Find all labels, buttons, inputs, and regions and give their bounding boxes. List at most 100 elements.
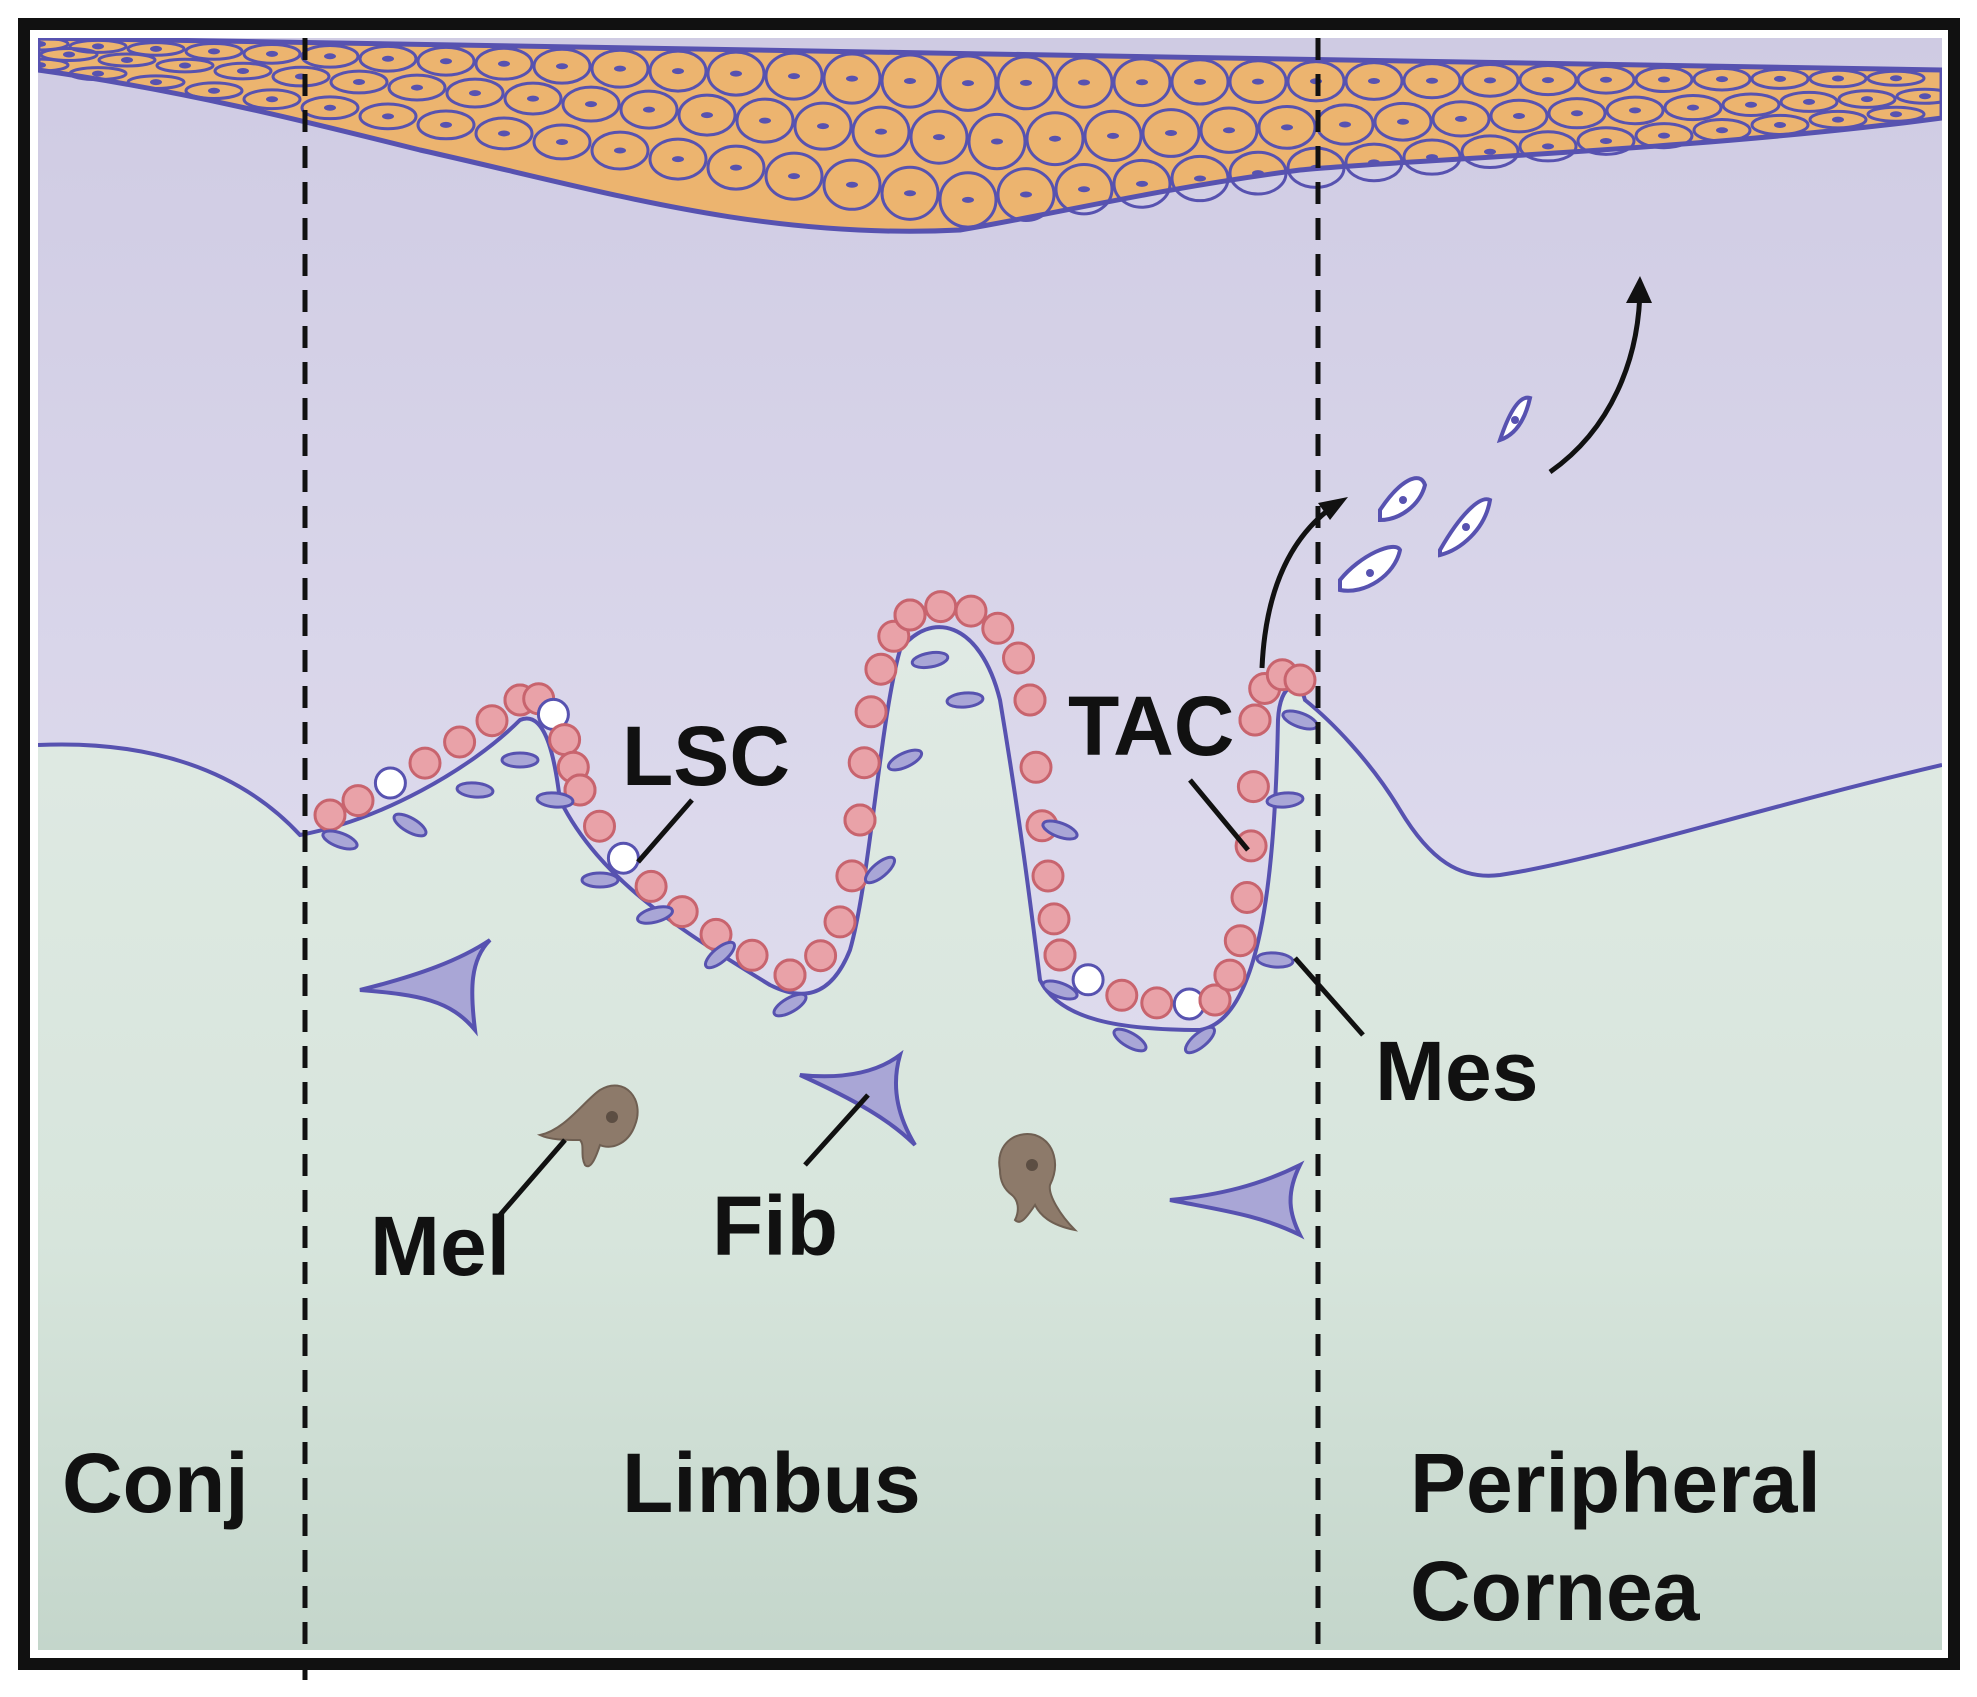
diagram-frame — [18, 18, 1960, 1670]
stem-cell-icon — [1071, 963, 1105, 997]
conj-label: Conj — [62, 1436, 249, 1530]
basal-cell — [835, 859, 869, 893]
mesenchymal-cell — [500, 751, 540, 769]
mesenchymal-cell — [863, 855, 897, 885]
squamous-cell — [648, 137, 708, 181]
squamous-cell — [793, 101, 853, 151]
squamous-cell — [300, 43, 360, 69]
basal-cell — [1105, 978, 1139, 1012]
squamous-cell — [1228, 59, 1288, 104]
mesenchymal-cell — [580, 871, 620, 889]
squamous-cell — [1460, 134, 1520, 170]
squamous-cell — [996, 55, 1056, 111]
squamous-cell — [126, 74, 186, 90]
tac-label: TAC — [1068, 679, 1234, 773]
limbus-label: Limbus — [622, 1436, 921, 1530]
basal-cell — [634, 869, 668, 903]
squamous-cell — [358, 44, 418, 73]
squamous-cell — [1170, 154, 1230, 203]
basal-cell — [804, 939, 838, 973]
squamous-cell — [1199, 106, 1259, 154]
squamous-cell — [1634, 122, 1694, 150]
mesenchymal-cell — [535, 791, 575, 809]
squamous-cell — [1112, 158, 1172, 209]
squamous-cell — [1286, 60, 1346, 103]
squamous-cell — [1837, 89, 1897, 109]
squamous-cell — [1634, 65, 1694, 94]
basal-cell — [823, 905, 857, 939]
squamous-cell — [967, 112, 1027, 171]
squamous-cell — [1170, 58, 1230, 106]
squamous-cell — [1518, 130, 1578, 163]
basal-cell — [847, 746, 881, 780]
mesenchymal-cell — [1183, 1025, 1217, 1055]
basal-epithelial-cells — [313, 590, 1317, 1021]
squamous-cell — [1431, 100, 1491, 138]
squamous-cell — [242, 42, 302, 65]
squamous-cell — [677, 93, 737, 137]
mesenchymal-cell — [910, 650, 950, 670]
squamous-cell — [1605, 95, 1665, 126]
squamous-cell — [1576, 64, 1636, 95]
squamous-cell — [880, 165, 940, 221]
mesenchymal-cell — [1265, 791, 1305, 809]
basal-cell — [408, 746, 442, 780]
squamous-cell — [1373, 101, 1433, 142]
squamous-cell — [416, 45, 476, 77]
squamous-cell — [1895, 87, 1942, 105]
basal-cell — [1234, 829, 1268, 863]
squamous-cell — [1663, 94, 1723, 122]
squamous-cell — [1721, 92, 1781, 118]
squamous-cell — [38, 38, 70, 52]
squamous-cell — [1808, 68, 1868, 89]
basal-cell — [735, 938, 769, 972]
migrating-cells — [1338, 395, 1533, 593]
squamous-cell — [909, 109, 969, 165]
migrating-cell — [1338, 544, 1403, 593]
basal-cell — [864, 652, 898, 686]
basal-cell — [981, 611, 1015, 645]
basal-cell — [1140, 986, 1174, 1020]
basal-cell — [773, 958, 807, 992]
squamous-cell — [1692, 66, 1752, 92]
basal-cell — [843, 803, 877, 837]
basal-cell — [1236, 770, 1270, 804]
squamous-cell — [706, 144, 766, 191]
basement-membrane — [38, 625, 1942, 1033]
squamous-cell — [387, 73, 447, 102]
basal-cell — [1223, 924, 1257, 958]
basal-cell — [1238, 703, 1272, 737]
peripheral-label: Peripheral — [1410, 1436, 1821, 1530]
squamous-cell — [938, 171, 998, 229]
fibroblast-icon — [359, 938, 1305, 1240]
squamous-cell — [532, 123, 592, 161]
squamous-cell — [1402, 138, 1462, 176]
squamous-cell — [38, 57, 70, 73]
fib-label: Fib — [712, 1179, 838, 1273]
squamous-cell — [329, 69, 389, 95]
basal-cell — [924, 590, 958, 624]
mesenchymal-cell — [1112, 1027, 1148, 1053]
mel-label: Mel — [370, 1199, 510, 1293]
squamous-cell — [68, 66, 128, 82]
basal-cell — [893, 598, 927, 632]
mesenchymal-cell — [886, 748, 924, 772]
mesenchymal-cell — [772, 992, 808, 1018]
basal-cell — [1230, 881, 1264, 914]
squamous-cell — [1518, 64, 1578, 97]
squamous-cell — [1141, 108, 1201, 158]
mes-label: Mes — [1375, 1024, 1538, 1118]
basal-cell — [1043, 938, 1077, 972]
mesenchymal-cell — [636, 905, 674, 925]
squamous-cell — [764, 51, 824, 101]
mesenchymal-cell — [455, 781, 495, 799]
melanocyte-icon — [536, 1084, 1079, 1232]
basal-cell — [443, 725, 477, 759]
stroma-region — [38, 627, 1942, 1650]
squamous-cell — [706, 50, 766, 97]
squamous-cell — [1112, 57, 1172, 108]
squamous-cell — [97, 52, 157, 68]
squamous-cell — [1692, 118, 1752, 143]
squamous-cell — [1779, 90, 1839, 113]
stem-cell-icon — [373, 766, 407, 800]
